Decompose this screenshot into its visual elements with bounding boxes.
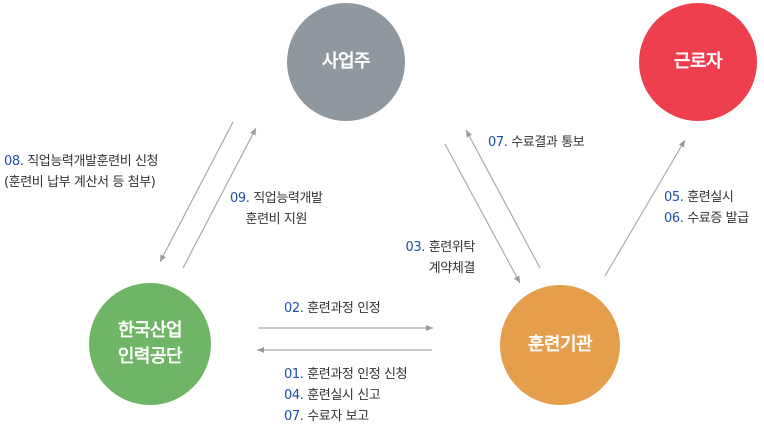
label-apply-subsidy: 08. 직업능력개발훈련비 신청 (훈련비 납부 계산서 등 첨부)	[4, 151, 159, 193]
step-number: 07.	[488, 135, 508, 150]
step-text: 수료자 보고	[307, 409, 369, 424]
label-reports: 01. 훈련과정 인정 신청 04. 훈련실시 신고 07. 수료자 보고	[284, 364, 408, 427]
step-text-line2: 훈련비 지원	[245, 212, 308, 227]
step-number: 03.	[405, 240, 426, 255]
step-line: 06. 수료증 발급	[664, 208, 749, 229]
worker-label: 근로자	[673, 51, 723, 72]
arrow-employer-to-hrdk	[159, 121, 234, 263]
step-line: 04. 훈련실시 신고	[284, 385, 407, 406]
step-number: 04.	[284, 388, 304, 403]
step-text: 직업능력개발훈련비 신청	[27, 154, 159, 169]
label-consignment: 03. 훈련위탁 계약체결	[382, 237, 476, 279]
step-number: 08.	[4, 154, 24, 169]
step-number: 02.	[284, 301, 304, 316]
step-number: 07.	[284, 409, 304, 424]
institution-label: 훈련기관	[527, 334, 593, 355]
employer-label: 사업주	[321, 51, 371, 72]
step-number: 09.	[230, 191, 250, 206]
step-line: 07. 수료자 보고	[284, 406, 407, 427]
step-text-line2: (훈련비 납부 계산서 등 첨부)	[4, 175, 156, 190]
step-text: 수료증 발급	[687, 211, 749, 226]
step-text: 훈련과정 인정 신청	[307, 367, 408, 382]
label-completion-notice: 07. 수료결과 통보	[488, 132, 585, 153]
arrow-hrdk-to-employer	[182, 127, 257, 269]
hrdk-node: 한국산업 인력공단	[89, 283, 211, 405]
employer-node: 사업주	[287, 3, 405, 121]
step-number: 01.	[284, 367, 304, 382]
step-text: 훈련실시 신고	[307, 388, 381, 403]
step-text: 훈련실시	[687, 190, 734, 205]
step-text: 훈련과정 인정	[307, 301, 381, 316]
step-text-line2: 계약체결	[428, 261, 476, 276]
label-course-approval: 02. 훈련과정 인정	[284, 298, 381, 319]
worker-node: 근로자	[639, 3, 757, 121]
hrdk-label: 한국산업 인력공단	[117, 320, 183, 367]
arrow-employer-to-institution	[444, 143, 521, 284]
step-text: 훈련위탁	[428, 240, 476, 255]
label-training-to-worker: 05. 훈련실시 06. 수료증 발급	[664, 187, 749, 229]
step-line: 01. 훈련과정 인정 신청	[284, 364, 408, 385]
step-number: 06.	[664, 211, 684, 226]
arrow-institution-to-employer	[465, 129, 541, 269]
step-text: 직업능력개발	[253, 191, 323, 206]
step-text: 수료결과 통보	[511, 135, 585, 150]
step-number: 05.	[664, 190, 684, 205]
arrow-institution-to-worker	[604, 139, 686, 277]
institution-node: 훈련기관	[500, 285, 620, 405]
label-support-subsidy: 09. 직업능력개발 훈련비 지원	[230, 188, 323, 230]
step-line: 05. 훈련실시	[664, 187, 749, 208]
